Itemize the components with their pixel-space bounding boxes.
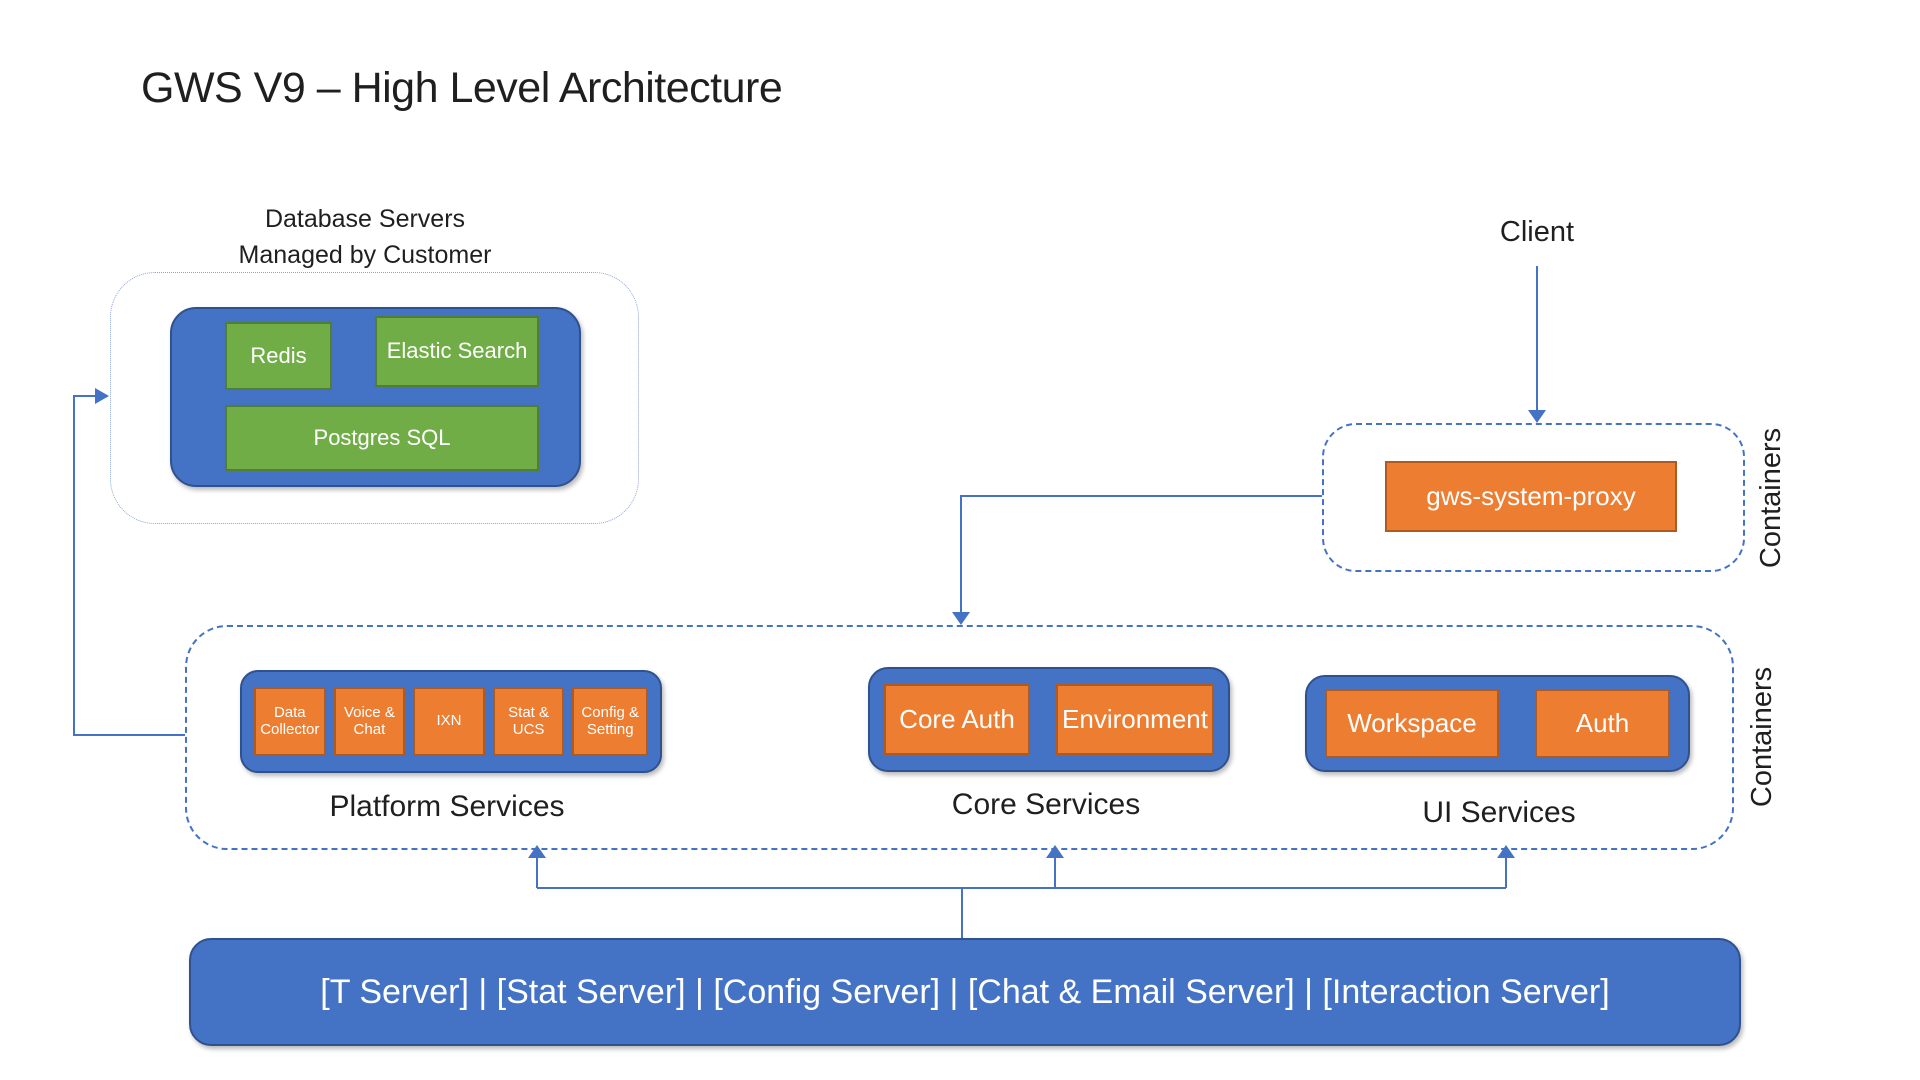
core-services-label: Core Services [951,788,1141,821]
connector-proxy-to-containers-v [960,495,962,613]
connector-backend-stub [961,888,963,938]
service-auth: Auth [1535,689,1670,758]
connector-backend-to-ui-line [1505,857,1507,888]
connector-backend-distribution [537,887,1506,889]
service-core-auth: Core Auth [884,684,1030,755]
connector-backend-to-platform-arrowhead [528,845,546,858]
ui-services-panel: Workspace Auth [1305,675,1690,772]
page-title: GWS V9 – High Level Architecture [141,64,783,112]
connector-backend-to-core-arrowhead [1046,845,1064,858]
service-gws-system-proxy: gws-system-proxy [1385,461,1677,532]
service-data-collector: Data Collector [254,687,326,756]
connector-proxy-to-containers-arrowhead [952,612,970,625]
service-elastic-search: Elastic Search [375,316,539,387]
connector-containers-to-db-arrowhead [95,388,109,404]
connector-proxy-to-containers-h [960,495,1322,497]
service-ixn: IXN [413,687,485,756]
connector-backend-to-core-line [1054,857,1056,888]
proxy-group-boundary [1322,423,1745,572]
connector-backend-to-ui-arrowhead [1497,845,1515,858]
service-postgres-sql: Postgres SQL [225,405,539,471]
database-group-label-line1: Database Servers [264,205,466,233]
connector-backend-to-platform-line [536,857,538,888]
platform-services-label: Platform Services [329,790,565,823]
service-environment: Environment [1056,684,1214,755]
backend-servers-bar: [T Server] | [Stat Server] | [Config Ser… [189,938,1741,1046]
database-group-label: Database Servers Managed by Customer [205,201,525,273]
connector-client-to-proxy-line [1536,266,1538,412]
ui-services-label: UI Services [1422,796,1576,829]
core-services-panel: Core Auth Environment [868,667,1230,772]
service-config-setting: Config & Setting [572,687,649,756]
database-panel: Redis Elastic Search Postgres SQL [170,307,581,487]
service-stat-ucs: Stat & UCS [492,687,565,756]
database-group-boundary [110,272,639,524]
client-label: Client [1499,216,1575,248]
connector-client-to-proxy-arrowhead [1528,410,1546,423]
connector-containers-to-db-h2 [73,395,96,397]
service-voice-chat: Voice & Chat [333,687,406,756]
connector-containers-to-db-v [73,396,75,736]
proxy-containers-side-label: Containers [1755,427,1787,569]
containers-side-label: Containers [1746,666,1778,808]
service-redis: Redis [225,322,332,390]
platform-services-panel: Data Collector Voice & Chat IXN Stat & U… [240,670,662,773]
connector-containers-to-db-h1 [73,734,185,736]
service-workspace: Workspace [1325,689,1499,758]
database-group-label-line2: Managed by Customer [238,241,492,269]
containers-group-boundary [185,625,1734,850]
